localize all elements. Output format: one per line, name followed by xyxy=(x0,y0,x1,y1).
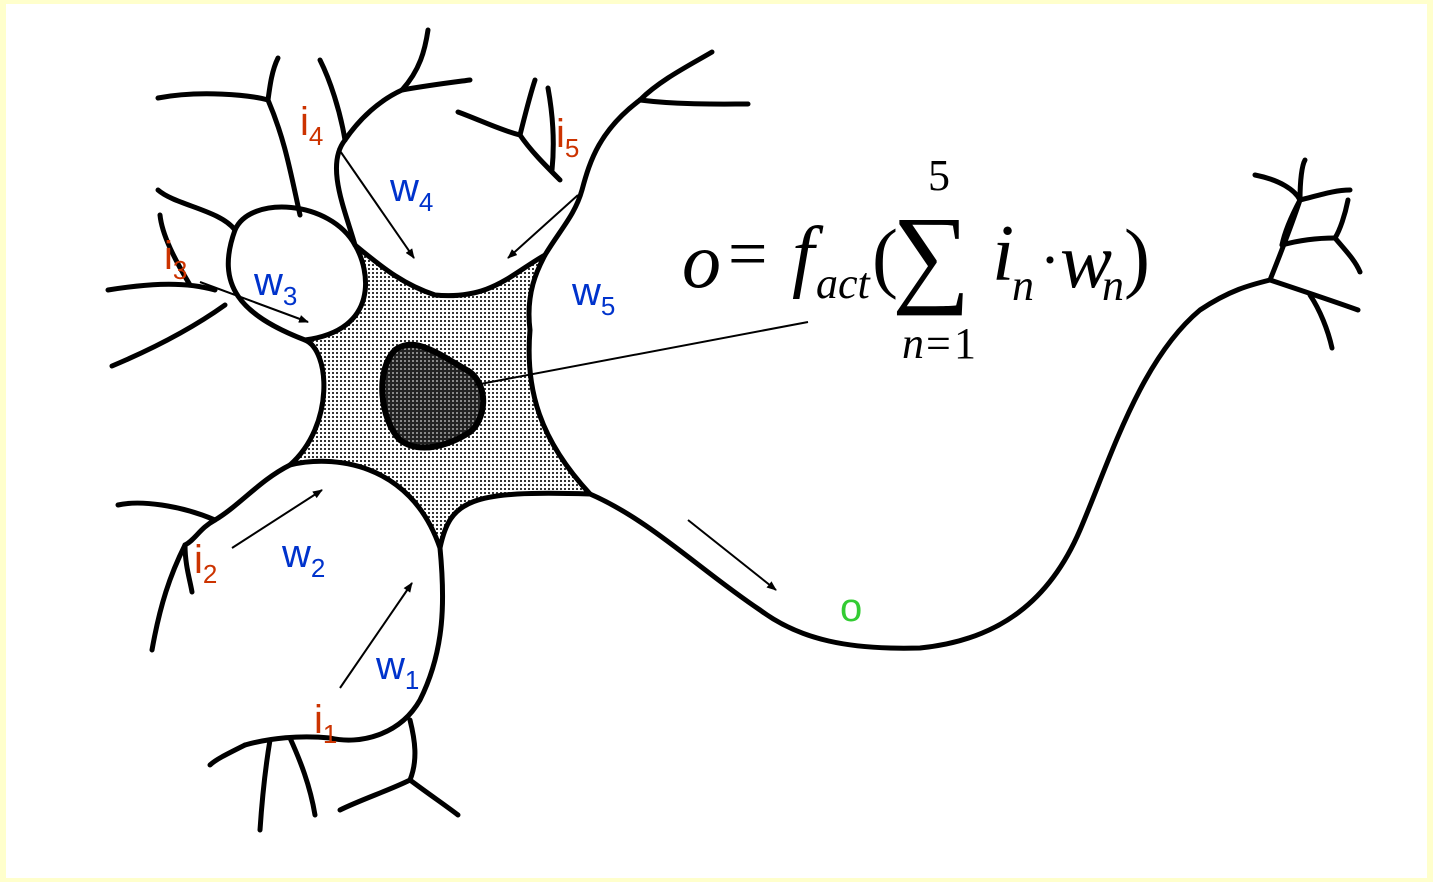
weight-label-w4: w4 xyxy=(390,166,434,217)
formula-open-paren: ( xyxy=(872,213,898,300)
input-label-i4: i4 xyxy=(300,100,324,151)
arrow-i4 xyxy=(337,147,415,259)
dendrite-twig xyxy=(155,187,238,233)
dendrite-lower-left-loop xyxy=(182,462,293,548)
dendrite-twig xyxy=(637,97,751,107)
formula-term-w: w xyxy=(1060,217,1113,304)
dendrite-twig xyxy=(337,777,413,813)
input-label-i2: i2 xyxy=(194,538,218,589)
output-label-o: o xyxy=(840,586,863,630)
formula-function: f xyxy=(792,212,815,300)
axon-terminal xyxy=(1267,277,1361,313)
formula-lhs: o xyxy=(682,217,721,304)
formula-close-paren: ) xyxy=(1124,213,1150,300)
formula-dot: · xyxy=(1040,227,1060,293)
axon-terminal xyxy=(1252,172,1303,203)
arrow-output xyxy=(687,519,777,591)
formula-term-i: i xyxy=(992,210,1015,298)
dendrite-twig xyxy=(155,91,271,103)
axon-terminal xyxy=(1279,197,1303,248)
weight-label-w2: w2 xyxy=(282,532,326,583)
dendrite-twig xyxy=(637,49,715,103)
dendrite-twig xyxy=(287,735,318,818)
weight-label-w5: w5 xyxy=(572,270,616,321)
dendrite-twig xyxy=(455,109,523,138)
dendrite-twig xyxy=(207,742,248,768)
dendrite-twig xyxy=(149,542,188,653)
dendrite-twig xyxy=(517,132,563,183)
axon-terminal xyxy=(1297,187,1353,203)
input-label-i1: i1 xyxy=(314,698,338,749)
dendrite-twig xyxy=(317,57,348,143)
dendrite-upper-right xyxy=(542,97,643,258)
neuron-drawing xyxy=(105,27,1363,833)
formula-sum-upper: 5 xyxy=(928,151,950,200)
dendrite-twig xyxy=(105,281,218,293)
dendrite-twig xyxy=(517,77,538,138)
axon-terminal xyxy=(1279,235,1338,248)
dendrite-twig xyxy=(399,27,431,93)
formula-sum-lower-var: n xyxy=(902,319,924,368)
dendrite-branch-i4 xyxy=(265,97,303,218)
dendrite-twig xyxy=(399,77,473,93)
axon-terminal xyxy=(1307,292,1335,351)
dendrite-twig xyxy=(257,737,273,833)
dendrite-twig xyxy=(157,212,193,288)
dendrite-twig xyxy=(265,55,281,103)
dendrite-twig xyxy=(182,542,195,595)
formula-pointer-line xyxy=(474,321,809,386)
axon xyxy=(587,277,1273,651)
dendrite-twig xyxy=(407,717,418,783)
formula-term-i-subscript: n xyxy=(1012,261,1034,310)
arrow-i1 xyxy=(339,582,413,689)
nucleus xyxy=(379,341,487,451)
dendrite-twig xyxy=(545,85,556,173)
formula-term-w-subscript: n xyxy=(1102,261,1124,310)
axon-terminal xyxy=(1332,197,1351,241)
arrow-i3 xyxy=(199,281,309,323)
formula-sum-symbol: ∑ xyxy=(892,194,971,316)
arrow-i5 xyxy=(507,194,579,259)
formula-function-subscript: act xyxy=(816,259,870,308)
axon-terminal xyxy=(1332,235,1363,275)
weight-label-w1: w1 xyxy=(376,644,420,695)
axon-terminal xyxy=(1297,157,1308,203)
input-label-i3: i3 xyxy=(164,234,188,285)
dendrite-twig xyxy=(109,302,228,369)
formula-sum-lower-val: 1 xyxy=(954,319,976,368)
dendrite-twig xyxy=(115,500,218,523)
slide: i4 w4 i5 i3 w3 w5 i2 w2 w1 i1 o o = f ac… xyxy=(6,4,1427,878)
dendrite-twig xyxy=(407,777,461,818)
arrow-i2 xyxy=(231,489,323,549)
weight-label-w3: w3 xyxy=(254,260,298,311)
formula-sum-lower-eq: = xyxy=(926,319,951,368)
formula-equals: = xyxy=(728,216,768,293)
input-label-i5: i5 xyxy=(556,112,580,163)
